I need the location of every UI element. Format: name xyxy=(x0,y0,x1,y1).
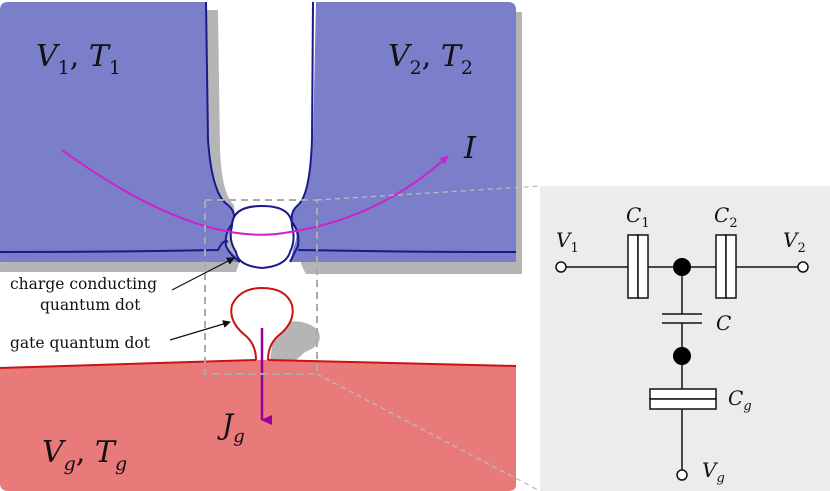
circuit-panel: V1 V2 C1 C2 C Cg Vg xyxy=(540,186,830,491)
right-reservoir-label: V2, T2 xyxy=(388,39,473,79)
capacitor-c1-plate-left xyxy=(627,234,639,299)
circuit-label-c2: C2 xyxy=(714,203,738,231)
gate-reservoir xyxy=(0,360,516,491)
gate-island-node xyxy=(673,347,691,365)
gate-dot-pointer xyxy=(169,320,231,341)
terminal-vg xyxy=(676,469,688,481)
gate-dot-label: gate quantum dot xyxy=(10,334,151,352)
gate-reservoir-outline xyxy=(0,359,257,369)
heat-current-label: Jg xyxy=(217,408,245,447)
circuit-label-cg: Cg xyxy=(728,386,752,414)
capacitor-c2-plate-right xyxy=(725,234,737,299)
circuit-label-c1: C1 xyxy=(626,203,650,231)
circuit-label-v1: V1 xyxy=(556,228,579,256)
island-node xyxy=(673,258,691,276)
left-reservoir xyxy=(0,2,240,262)
gate-reservoir-label: Vg, Tg xyxy=(42,435,127,475)
current-label: I xyxy=(463,131,477,166)
conducting-dot-pointer xyxy=(171,257,235,291)
capacitor-c2-plate-left xyxy=(715,234,727,299)
terminal-v1 xyxy=(555,261,567,273)
conducting-dot xyxy=(229,204,295,270)
gate-reservoir-outline-right xyxy=(267,359,517,367)
gate-dot xyxy=(230,286,294,361)
right-reservoir xyxy=(290,2,516,262)
capacitor-cg-plate-top xyxy=(649,388,717,400)
circuit-label-vg: Vg xyxy=(702,458,725,486)
circuit-label-v2: V2 xyxy=(783,228,806,256)
conducting-dot-label-1: charge conducting xyxy=(10,275,157,293)
left-reservoir-bottom xyxy=(0,240,229,253)
left-reservoir-label: V1, T1 xyxy=(36,39,121,79)
zoom-box xyxy=(204,199,318,375)
circuit-background xyxy=(540,186,830,491)
zoom-line-bottom xyxy=(316,373,541,491)
circuit-label-c: C xyxy=(716,311,731,335)
zoom-line-top xyxy=(316,185,541,201)
capacitor-cg-plate-bottom xyxy=(649,398,717,410)
right-reservoir-bottom xyxy=(297,249,517,253)
terminal-v2 xyxy=(797,261,809,273)
current-arrow xyxy=(61,149,449,236)
right-reservoir-outline xyxy=(289,1,314,263)
conducting-dot-label-2: quantum dot xyxy=(40,296,141,314)
capacitor-c1-plate-right xyxy=(637,234,649,299)
